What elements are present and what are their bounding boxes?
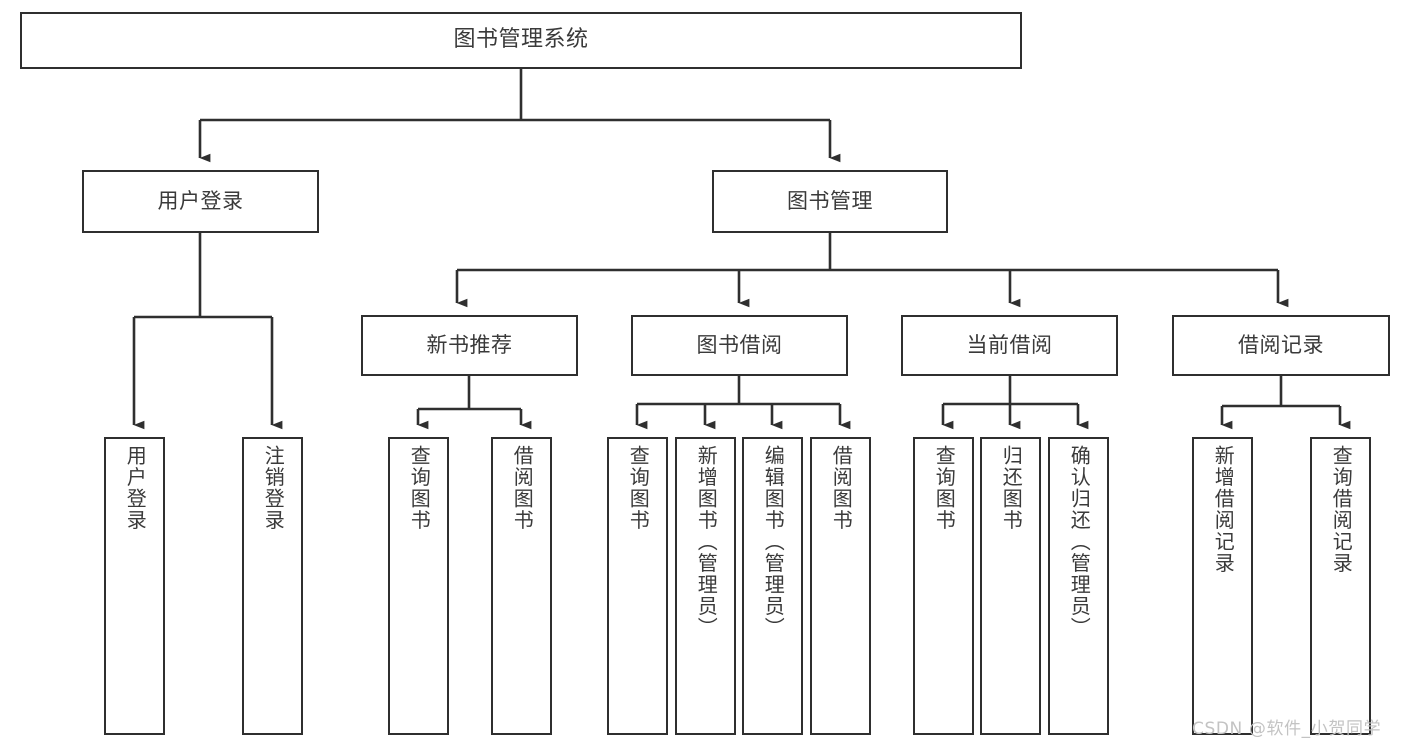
node-label: 借阅记录	[1238, 332, 1324, 357]
leaf-borrow-query-book[interactable]: 查询图书	[607, 437, 668, 735]
node-label: 归还图书	[999, 445, 1024, 531]
leaf-borrow-borrow-book[interactable]: 借阅图书	[810, 437, 871, 735]
node-label: 编辑图书（管理员）	[761, 445, 786, 639]
node-label: 查询图书	[407, 445, 432, 531]
node-label: 图书管理系统	[453, 27, 589, 53]
node-label: 查询借阅记录	[1329, 445, 1354, 574]
node-label: 当前借阅	[966, 332, 1053, 357]
node-label: 用户登录	[157, 188, 244, 213]
node-label: 新增图书（管理员）	[694, 445, 719, 639]
leaf-records-query-record[interactable]: 查询借阅记录	[1310, 437, 1371, 735]
leaf-borrow-add-book-admin[interactable]: 新增图书（管理员）	[675, 437, 736, 735]
node-label: 查询图书	[626, 445, 651, 531]
node-book-borrow[interactable]: 图书借阅	[631, 315, 848, 376]
node-current-borrow[interactable]: 当前借阅	[901, 315, 1118, 376]
node-label: 新增借阅记录	[1211, 445, 1236, 574]
leaf-current-query-book[interactable]: 查询图书	[913, 437, 974, 735]
node-label: 查询图书	[932, 445, 957, 531]
node-label: 注销登录	[261, 445, 286, 531]
node-label: 图书借阅	[696, 332, 783, 357]
csdn-watermark: CSDN @软件_小贺同学	[1192, 719, 1382, 739]
node-label: 图书管理	[787, 188, 873, 213]
node-borrow-records[interactable]: 借阅记录	[1172, 315, 1390, 376]
leaf-user-login-login[interactable]: 用户登录	[104, 437, 165, 735]
leaf-user-login-logout[interactable]: 注销登录	[242, 437, 303, 735]
leaf-borrow-edit-book-admin[interactable]: 编辑图书（管理员）	[742, 437, 803, 735]
node-label: 新书推荐	[426, 332, 513, 357]
node-book-management[interactable]: 图书管理	[712, 170, 948, 233]
leaf-current-confirm-return-admin[interactable]: 确认归还（管理员）	[1048, 437, 1109, 735]
node-label: 借阅图书	[510, 445, 535, 531]
node-new-book-recommend[interactable]: 新书推荐	[361, 315, 578, 376]
leaf-records-add-record[interactable]: 新增借阅记录	[1192, 437, 1253, 735]
node-label: 确认归还（管理员）	[1067, 445, 1092, 639]
leaf-current-return-book[interactable]: 归还图书	[980, 437, 1041, 735]
leaf-recommend-query-book[interactable]: 查询图书	[388, 437, 449, 735]
leaf-recommend-borrow-book[interactable]: 借阅图书	[491, 437, 552, 735]
node-user-login[interactable]: 用户登录	[82, 170, 319, 233]
node-root-system[interactable]: 图书管理系统	[20, 12, 1022, 69]
node-label: 借阅图书	[829, 445, 854, 531]
node-label: 用户登录	[123, 445, 148, 531]
